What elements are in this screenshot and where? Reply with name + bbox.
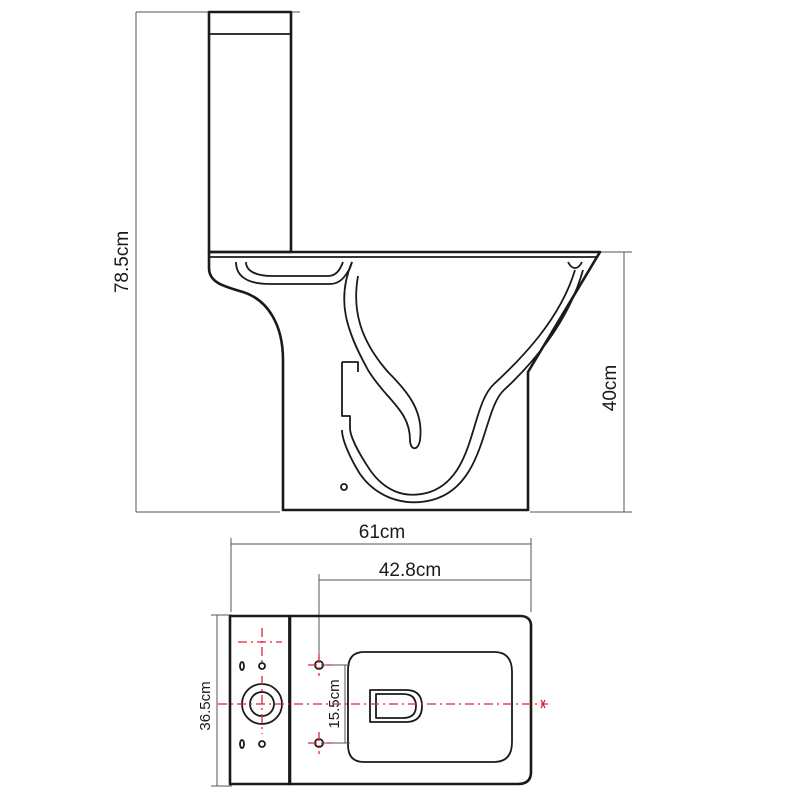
- outlet-side: [341, 361, 359, 428]
- pan-top-outline: [288, 614, 533, 786]
- trapway: [343, 261, 422, 450]
- cistern-inlet-left: [239, 661, 245, 671]
- width-dimension: 36.5cm: [197, 614, 232, 787]
- total-length-dimension: 61cm: [230, 522, 532, 612]
- total-length-label: 61cm: [359, 522, 405, 543]
- pan-height-label: 40cm: [600, 365, 621, 411]
- top-view: 61cm 42.8cm 36.5cm 15.5c: [197, 522, 548, 787]
- water-spot: [369, 689, 423, 723]
- cistern-inlet-left-bottom: [239, 739, 245, 749]
- side-fixing-hole: [340, 483, 348, 491]
- side-view: 78.5cm 40cm: [112, 10, 632, 513]
- pan-outer-side: [207, 250, 602, 512]
- outlet-distance-label: 42.8cm: [379, 560, 441, 581]
- total-height-dimension: 78.5cm: [112, 11, 300, 513]
- cistern-bolt-hole-top: [258, 662, 266, 670]
- total-height-label: 78.5cm: [112, 231, 133, 293]
- cistern-bolt-hole-bottom: [258, 740, 266, 748]
- pan-height-dimension: 40cm: [530, 251, 632, 513]
- cistern-top: [228, 614, 292, 786]
- width-label: 36.5cm: [197, 681, 214, 730]
- centre-lines: [218, 628, 548, 754]
- rim-channel: [235, 261, 353, 285]
- bowl-opening: [347, 651, 513, 763]
- outlet-distance-dimension: 42.8cm: [318, 560, 531, 660]
- cistern-side: [207, 10, 293, 254]
